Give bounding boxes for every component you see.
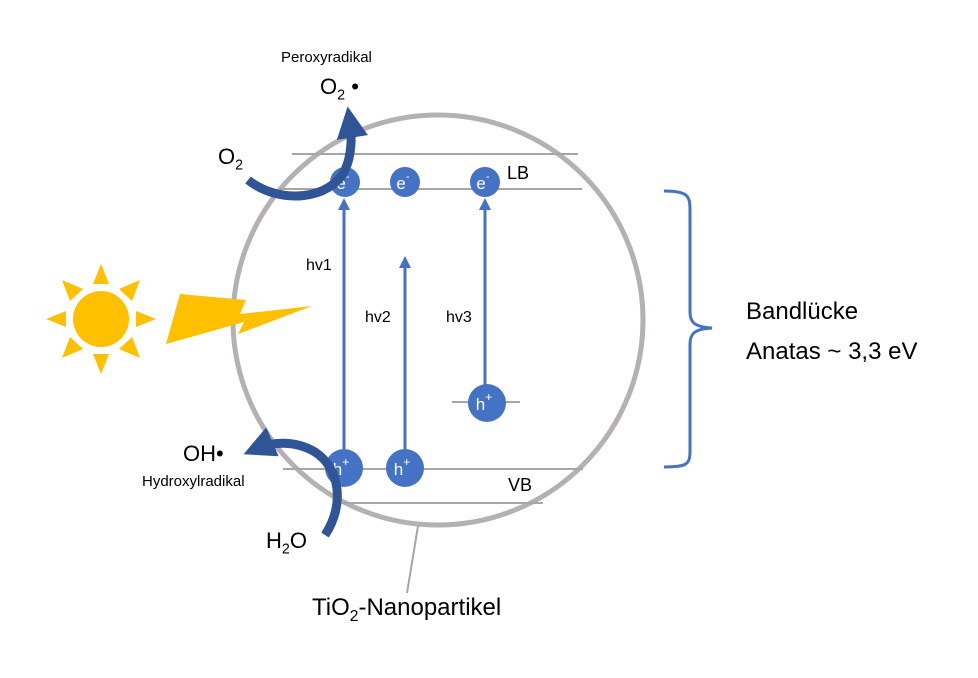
o2-radical-label: O2 • <box>320 74 359 104</box>
peroxyradikal-label: Peroxyradikal <box>281 49 372 66</box>
nanoparticle-outline <box>230 112 646 528</box>
bandgap-label-line1: Bandlücke <box>746 298 859 325</box>
svg-text:h+: h+ <box>333 455 349 479</box>
oh-radical-label: OH• <box>183 441 224 466</box>
svg-text:h+: h+ <box>476 390 492 414</box>
sun-icon <box>46 264 156 374</box>
vb-label: VB <box>508 475 533 495</box>
lb-label: LB <box>507 163 530 183</box>
hole-3: h+ <box>468 384 506 422</box>
hv1-label: hv1 <box>306 257 332 274</box>
lightning-icon <box>166 294 312 344</box>
svg-text:e-: e- <box>476 171 489 193</box>
hv2-label: hv2 <box>365 309 391 326</box>
o2-reactant-label: O2 <box>218 144 244 174</box>
nanoparticle-label: TiO2-Nanopartikel <box>312 594 502 625</box>
bandgap-bracket <box>663 189 713 469</box>
water-oxidation-arrow <box>243 427 342 538</box>
nanoparticle-leader-line <box>406 525 419 594</box>
oxygen-reduction-arrow <box>245 106 368 201</box>
hv3-label: hv3 <box>446 309 472 326</box>
hole-2: h+ <box>386 449 424 487</box>
svg-text:h+: h+ <box>394 455 410 479</box>
hydroxylradikal-label: Hydroxylradikal <box>142 473 245 490</box>
electron-2: e- <box>390 167 420 197</box>
bandgap-label-line2: Anatas ~ 3,3 eV <box>746 338 918 365</box>
svg-text:e-: e- <box>396 171 409 193</box>
water-label: H2O <box>266 528 307 558</box>
electron-3: e- <box>470 167 500 197</box>
